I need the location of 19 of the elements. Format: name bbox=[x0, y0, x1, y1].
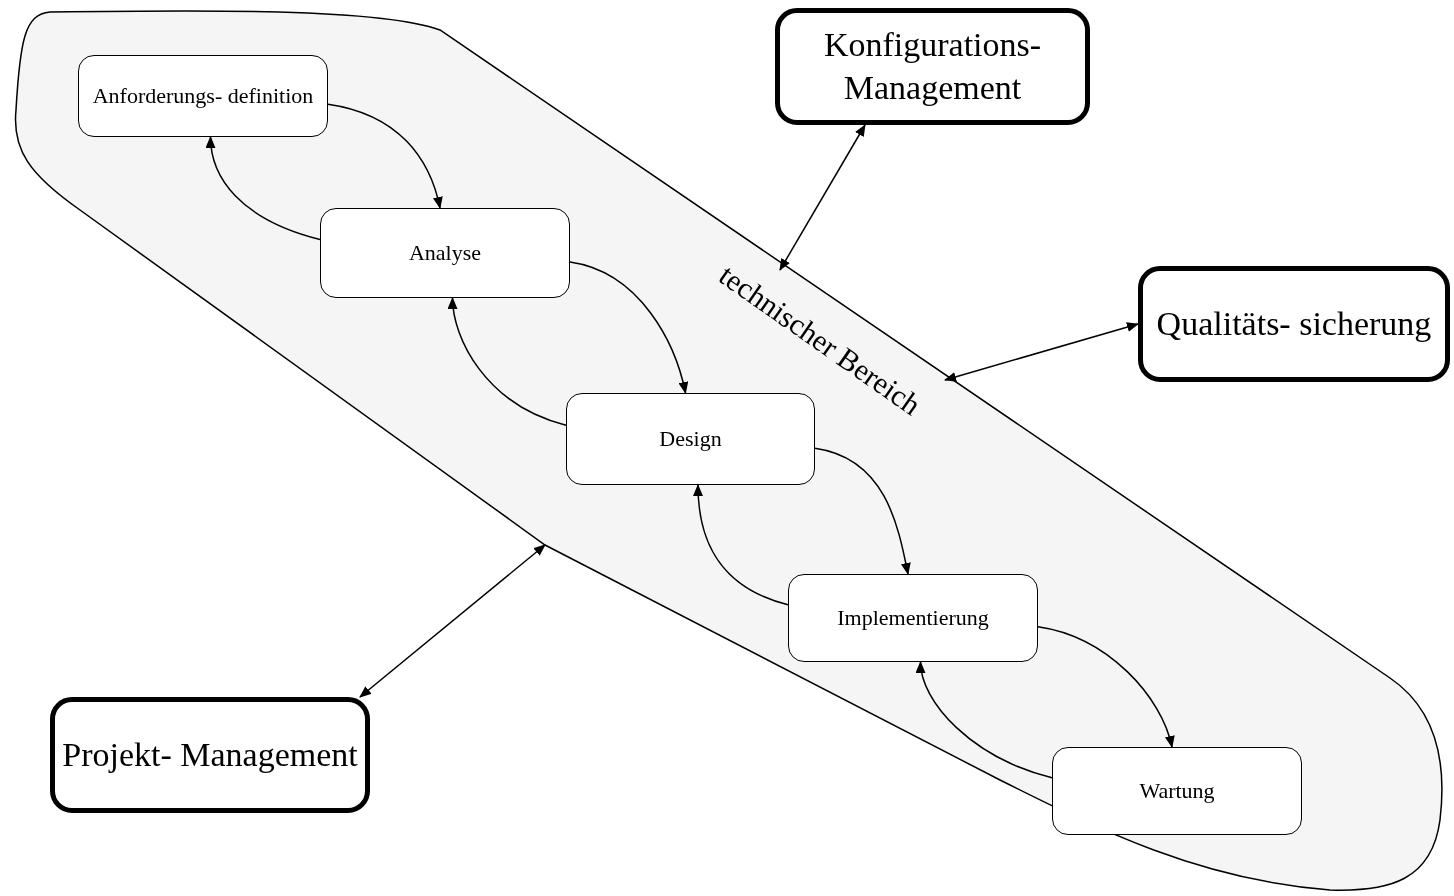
arrow bbox=[693, 484, 789, 606]
arrow bbox=[569, 261, 688, 394]
arrow bbox=[944, 322, 1139, 382]
arrow bbox=[359, 544, 546, 698]
arrow bbox=[206, 136, 321, 241]
role-box: Konfigurations- Management bbox=[775, 8, 1090, 125]
arrow bbox=[779, 124, 866, 271]
phase-box: Anforderungs- definition bbox=[78, 55, 328, 137]
arrow bbox=[814, 447, 911, 575]
phase-box: Analyse bbox=[320, 208, 570, 298]
phase-box: Design bbox=[566, 393, 815, 485]
phase-box: Implementierung bbox=[788, 574, 1038, 662]
arrow bbox=[327, 103, 443, 209]
arrow bbox=[448, 297, 567, 426]
arrow bbox=[1037, 626, 1174, 748]
role-box: Projekt- Management bbox=[50, 697, 370, 813]
phase-box: Wartung bbox=[1052, 747, 1302, 835]
role-box: Qualitäts- sicherung bbox=[1138, 266, 1450, 382]
arrow bbox=[916, 661, 1053, 779]
